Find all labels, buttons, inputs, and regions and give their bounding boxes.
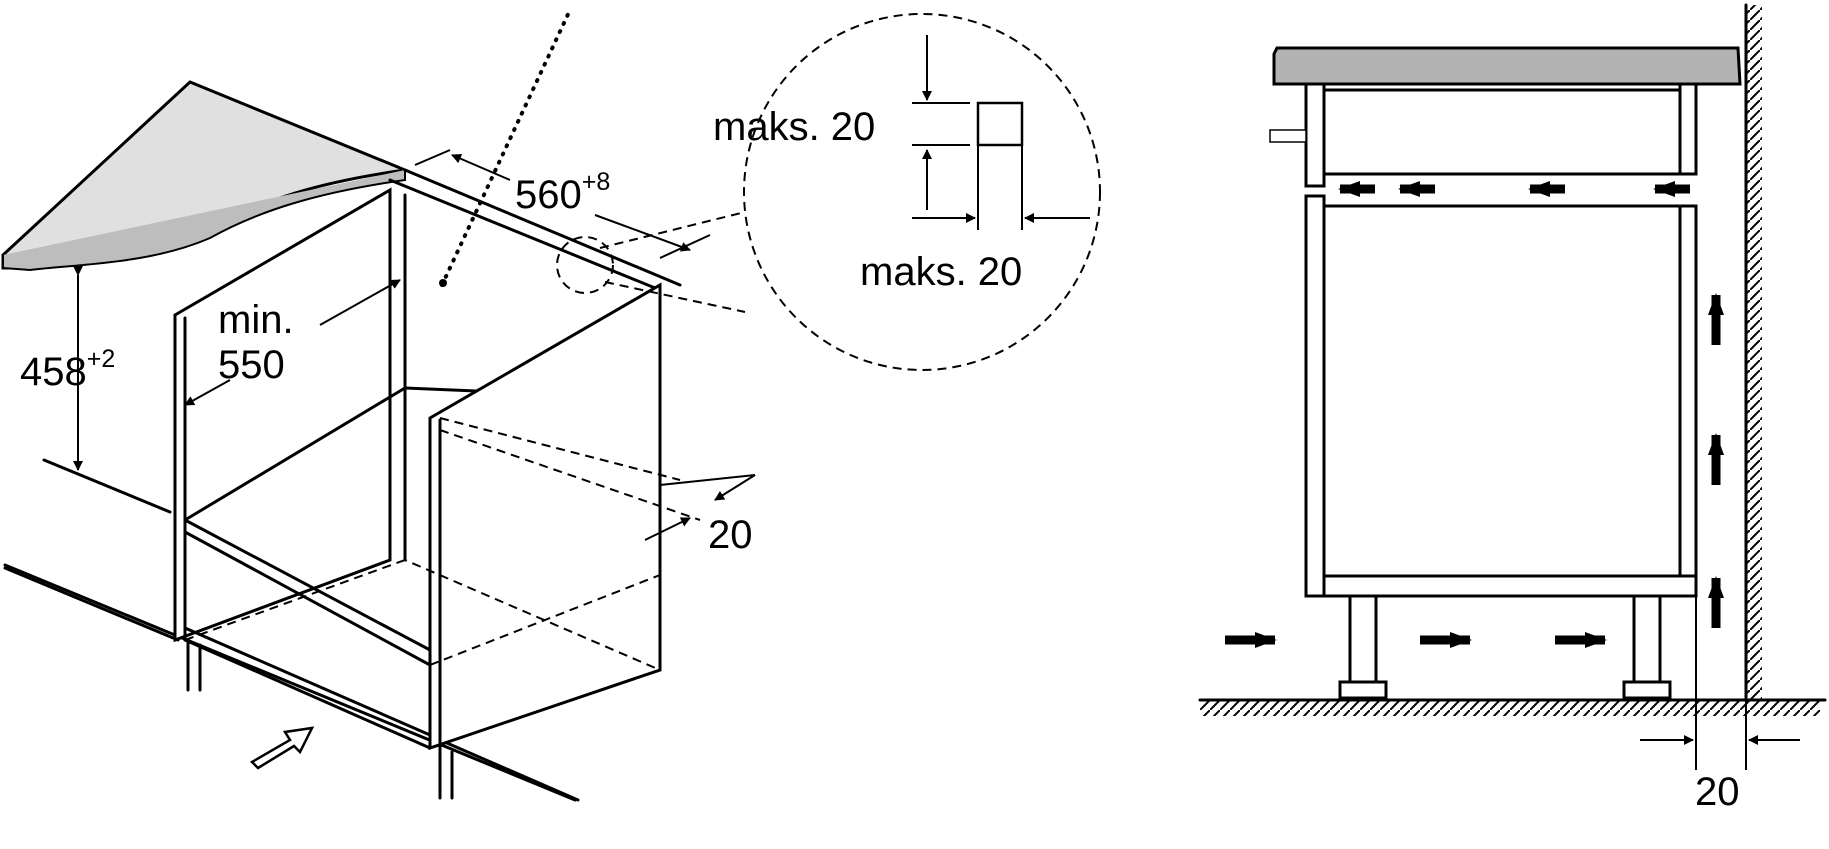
wall-gap-label: 20 [1695,770,1740,814]
worktop-section [1272,46,1742,86]
worktop-back-line-2 [403,168,682,287]
front-leg [1348,594,1378,684]
floor-line-front [3,563,577,802]
leg-left [186,638,202,692]
detail-square [976,101,1024,147]
detail-view: maks. 20 maks. 20 [713,13,1101,371]
detail-ext-horizontal [912,102,970,146]
shelf-front-top [183,518,432,652]
cabinet-back-panel [1678,204,1698,598]
shelf-front [183,530,432,667]
width-arrow-right [594,214,691,252]
hidden-edge-5 [439,429,701,521]
width-extension-lines [414,149,711,259]
worktop-back-line [388,178,662,292]
wall-hatch [1746,5,1762,700]
gap-label: 20 [708,513,753,557]
top-back-panel [1678,82,1698,176]
detail-leader-top [599,211,746,249]
left-isometric-view: 458+2 min. 550 560+8 20 [1,8,756,802]
detail-top-label: maks. 20 [713,105,875,149]
detail-ext-vertical [977,145,1023,230]
top-compartment-lines [1322,88,1682,176]
airflow-inlet-arrow-icon [249,726,315,770]
floor-line-right [438,738,580,802]
dotted-axis [440,8,572,287]
hidden-edge-1 [404,388,661,671]
height-label: 458+2 [20,345,115,394]
depth-arrow-top [319,279,401,326]
handle [1269,129,1307,143]
floor-edge [42,458,172,514]
depth-label-line1: min. [218,298,294,342]
floor-hatch [1200,700,1820,716]
floor-line [3,566,180,642]
detail-circle [743,13,1101,371]
hidden-edge-6 [439,417,681,481]
detail-bottom-label: maks. 20 [860,250,1022,294]
depth-label-line2: 550 [218,343,285,387]
base-front-2 [183,638,432,750]
cabinet-front-panel [1304,194,1326,598]
front-leg-foot [1338,680,1388,700]
right-section-view: 20 [1198,3,1827,814]
axis-point [439,279,447,287]
detail-marker-circle [556,236,614,294]
cabinet-right-panel [428,282,662,751]
wall-gap-extension [1695,596,1747,770]
hidden-edge-2 [184,559,406,641]
back-leg-foot [1622,680,1672,700]
depth-arrow-bottom [184,379,231,406]
hidden-edge-3 [429,574,661,666]
detail-leader-bottom [604,281,746,313]
width-arrow-left [451,153,511,181]
gap-arrow-upper [714,474,756,501]
top-front-panel [1304,82,1326,188]
gap-arrow-lower [644,517,691,541]
back-leg [1632,594,1662,684]
leg-right [438,746,454,800]
width-label: 560+8 [515,168,610,217]
base-front [183,626,432,737]
cabinet-bottom [1322,574,1698,598]
worktop-edge [2,170,406,272]
gap-extension-line [659,474,756,486]
